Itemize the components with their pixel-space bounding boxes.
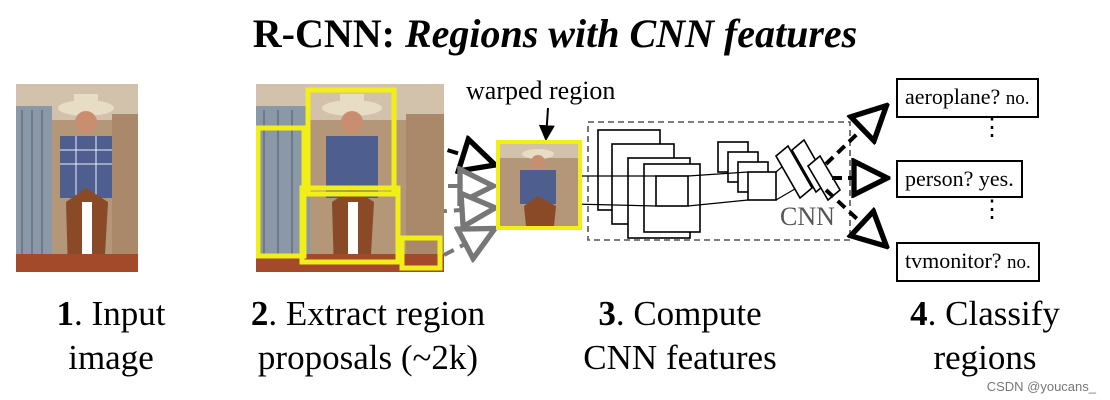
step-line2: CNN features: [583, 338, 777, 377]
watermark: CSDN @youcans_: [986, 379, 1096, 394]
proposal-arrow-gray-2: [399, 208, 492, 214]
step-number: 2: [250, 294, 269, 333]
step-number: 1: [56, 294, 75, 333]
class-name: aeroplane?: [905, 84, 1001, 109]
feature-maps-small: [717, 141, 777, 201]
step-line2: proposals (~2k): [257, 338, 479, 377]
class-name: person?: [905, 166, 974, 191]
title-plain: R-CNN:: [252, 11, 395, 56]
class-box-person: person? yes.: [896, 160, 1023, 198]
step-3-caption: 3. Compute CNN features: [560, 292, 800, 380]
diagram-title: R-CNN: Regions with CNN features: [0, 10, 1110, 57]
step-line2: regions: [933, 338, 1037, 377]
cnn-label: CNN: [780, 202, 835, 231]
class-answer: no.: [1005, 88, 1030, 109]
class-answer: yes.: [978, 166, 1014, 191]
vdots-upper: ⋮: [980, 115, 1004, 141]
class-box-aeroplane: aeroplane? no.: [896, 78, 1039, 118]
class-name: tvmonitor?: [905, 248, 1002, 273]
step-4-caption: 4. Classify regions: [880, 292, 1090, 380]
warped-pointer: [538, 107, 555, 142]
step-line1: . Input: [74, 294, 166, 333]
title-italic: Regions with CNN features: [404, 11, 858, 56]
output-arrow-bottom: [824, 188, 884, 244]
step-line1: . Compute: [615, 294, 762, 333]
input-image: [16, 84, 138, 272]
vdots-lower: ⋮: [980, 197, 1004, 223]
warped-region-label: warped region: [466, 76, 616, 105]
step-line1: . Classify: [927, 294, 1060, 333]
proposal-image: [256, 84, 444, 272]
class-box-tvmonitor: tvmonitor? no.: [896, 242, 1040, 282]
proposal-arrow-gray-3: [443, 230, 492, 255]
cnn-container: [587, 121, 851, 241]
output-arrow-top: [824, 108, 884, 166]
step-line2: image: [68, 338, 154, 377]
proposal-boxes: [256, 87, 443, 271]
step-line1: . Extract region: [268, 294, 486, 333]
warped-region-image: [496, 140, 582, 230]
fc-layers: [774, 138, 842, 202]
step-1-caption: 1. Input image: [26, 292, 196, 380]
class-answer: no.: [1007, 252, 1031, 273]
step-2-caption: 2. Extract region proposals (~2k): [218, 292, 518, 380]
step-number: 4: [910, 294, 928, 333]
kernel-square-1: [655, 175, 689, 207]
step-number: 3: [598, 294, 616, 333]
